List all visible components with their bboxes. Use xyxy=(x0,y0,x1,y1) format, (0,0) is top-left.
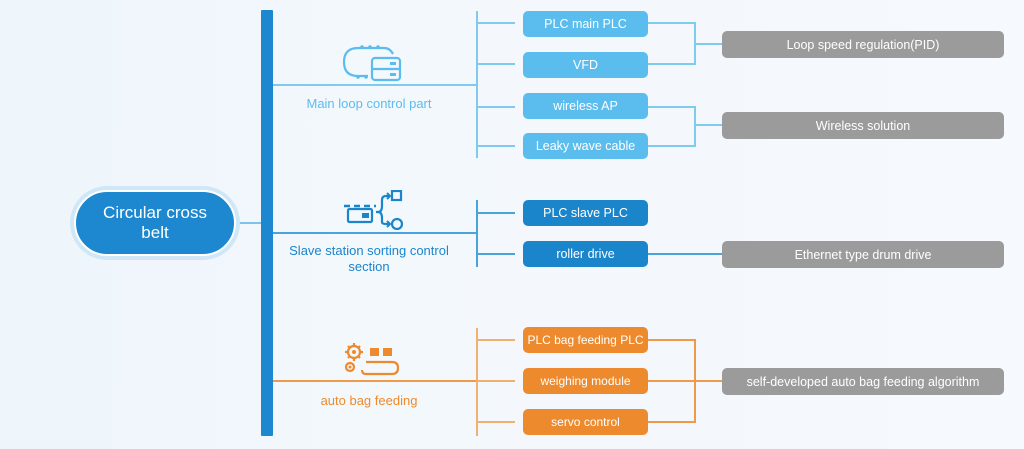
result-loop-speed-regulation[interactable]: Loop speed regulation(PID) xyxy=(722,31,1004,58)
node-plc-bag-feeding[interactable]: PLC bag feeding PLC xyxy=(523,327,648,353)
gear-conveyor-icon xyxy=(344,343,400,376)
root-node-label: Circular cross belt xyxy=(74,190,236,256)
node-wireless-ap[interactable]: wireless AP xyxy=(523,93,648,119)
node-roller-drive[interactable]: roller drive xyxy=(523,241,648,267)
main-spine xyxy=(261,10,273,436)
node-vfd[interactable]: VFD xyxy=(523,52,648,78)
node-weighing-module[interactable]: weighing module xyxy=(523,368,648,394)
category-label-slave-station: Slave station sorting control section xyxy=(289,243,449,274)
node-servo-control[interactable]: servo control xyxy=(523,409,648,435)
node-leaky-wave-cable[interactable]: Leaky wave cable xyxy=(523,133,648,159)
result-wireless-solution[interactable]: Wireless solution xyxy=(722,112,1004,139)
result1-bracket xyxy=(648,22,696,65)
node-plc-slave[interactable]: PLC slave PLC xyxy=(523,200,648,226)
result2-bracket xyxy=(648,106,696,147)
result-auto-bag-feeding-algorithm[interactable]: self-developed auto bag feeding algorith… xyxy=(722,368,1004,395)
root-node[interactable]: Circular cross belt xyxy=(70,186,240,260)
sorting-branch-icon xyxy=(344,190,404,230)
result-ethernet-drum-drive[interactable]: Ethernet type drum drive xyxy=(722,241,1004,268)
category-label-auto-bag-feeding: auto bag feeding xyxy=(320,393,418,408)
node-plc-main[interactable]: PLC main PLC xyxy=(523,11,648,37)
category-label-main-loop: Main loop control part xyxy=(306,96,432,111)
loop-server-icon xyxy=(342,45,402,82)
